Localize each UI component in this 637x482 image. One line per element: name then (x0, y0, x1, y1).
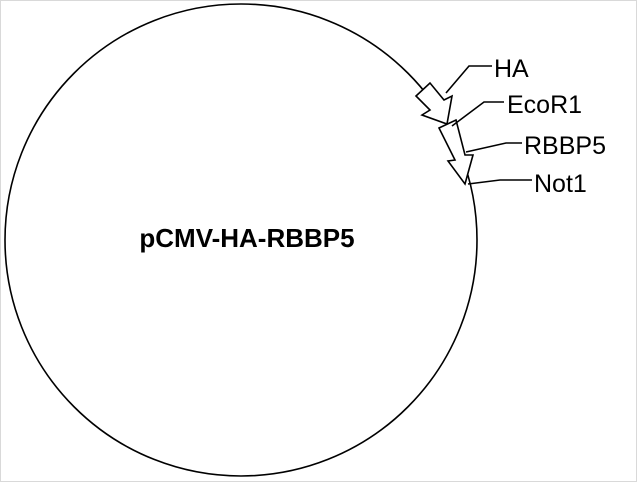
rbbp5-leader-line (465, 142, 522, 153)
plasmid-backbone-circle (4, 3, 478, 477)
ecor1-leader-line (451, 101, 504, 127)
rbbp5-feature-arrow (437, 118, 475, 186)
ha-feature-arrow (414, 81, 454, 126)
plasmid-name: pCMV-HA-RBBP5 (139, 223, 354, 253)
feature-label-ha: HA (494, 55, 529, 83)
feature-label-ecor1: EcoR1 (507, 91, 582, 119)
feature-label-not1: Not1 (534, 170, 587, 198)
ha-leader-line (445, 65, 492, 94)
not1-leader-line (467, 179, 532, 185)
feature-label-rbbp5: RBBP5 (524, 132, 606, 160)
